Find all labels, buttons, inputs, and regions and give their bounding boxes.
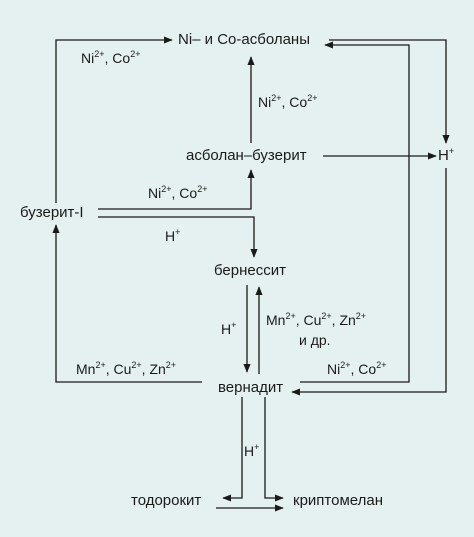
node-vernadite: вернадит <box>218 379 284 396</box>
arrow-vernadite-to-asbolans <box>300 41 410 383</box>
label-ni-co-upper-mid: Ni2+, Co2+ <box>258 93 318 111</box>
arrow-h-to-vernadite <box>291 168 447 396</box>
label-h-buserite: H+ <box>165 227 181 245</box>
node-buserite-i: бузерит-I <box>20 204 84 221</box>
label-ni-co-top-left: Ni2+, Co2+ <box>81 49 141 67</box>
node-ni-co-asbolans: Ni– и Co-асболаны <box>178 31 310 48</box>
node-cryptomelane: криптомелан <box>293 492 383 509</box>
label-h-birnessite-vernadite: H+ <box>221 320 237 338</box>
arrow-buserite-to-asbolan-buserite <box>98 169 255 210</box>
arrow-vernadite-to-todorokite <box>222 397 243 502</box>
label-mn-cu-zn-mid-line2: и др. <box>299 332 331 348</box>
node-h-plus: H+ <box>438 146 455 165</box>
arrow-vernadite-to-cryptomelane <box>264 397 284 502</box>
arrow-vernadite-to-buserite <box>52 224 202 383</box>
arrow-buserite-to-asbolans <box>55 36 173 203</box>
label-ni-co-right: Ni2+, Co2+ <box>327 360 387 378</box>
label-ni-co-buserite: Ni2+, Co2+ <box>148 184 208 202</box>
arrow-asbolans-to-h <box>329 39 450 144</box>
arrow-buserite-to-birnessite <box>98 216 258 258</box>
node-asbolan-buserite: асболан–бузерит <box>186 147 307 164</box>
node-todorokite: тодорокит <box>131 492 202 509</box>
label-h-bottom: H+ <box>244 442 260 460</box>
label-mn-cu-zn-left: Mn2+, Cu2+, Zn2+ <box>76 360 177 378</box>
node-birnessite: бернессит <box>214 262 286 279</box>
label-mn-cu-zn-mid: Mn2+, Cu2+, Zn2+ <box>266 311 367 329</box>
